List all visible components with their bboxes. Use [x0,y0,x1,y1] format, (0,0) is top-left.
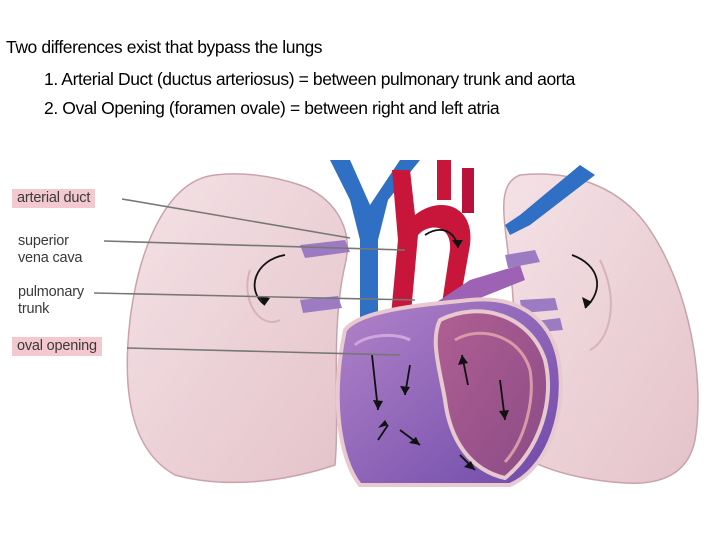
label-oval-opening-text: oval opening [12,337,102,356]
label-svc-line2: vena cava [18,250,83,266]
slide-heading: Two differences exist that bypass the lu… [6,37,323,57]
label-arterial-duct-text: arterial duct [12,189,96,208]
superior-vena-cava [330,160,420,330]
heart-diagram-svg [93,160,720,490]
label-pulm-line1: pulmonary [18,284,84,300]
left-lung [126,173,348,484]
label-superior-vena-cava: superior vena cava [18,233,83,267]
label-pulmonary-trunk: pulmonary trunk [18,284,84,318]
point-oval-opening: 2. Oval Opening (foramen ovale) = betwee… [44,98,500,118]
label-oval-opening: oval opening [12,337,102,356]
heart-illustration [0,160,720,490]
leader-lines [93,198,416,356]
label-arterial-duct: arterial duct [12,189,96,208]
label-svc-line1: superior [18,233,69,249]
point-arterial-duct: 1. Arterial Duct (ductus arteriosus) = b… [44,69,575,89]
label-pulm-line2: trunk [18,301,50,317]
